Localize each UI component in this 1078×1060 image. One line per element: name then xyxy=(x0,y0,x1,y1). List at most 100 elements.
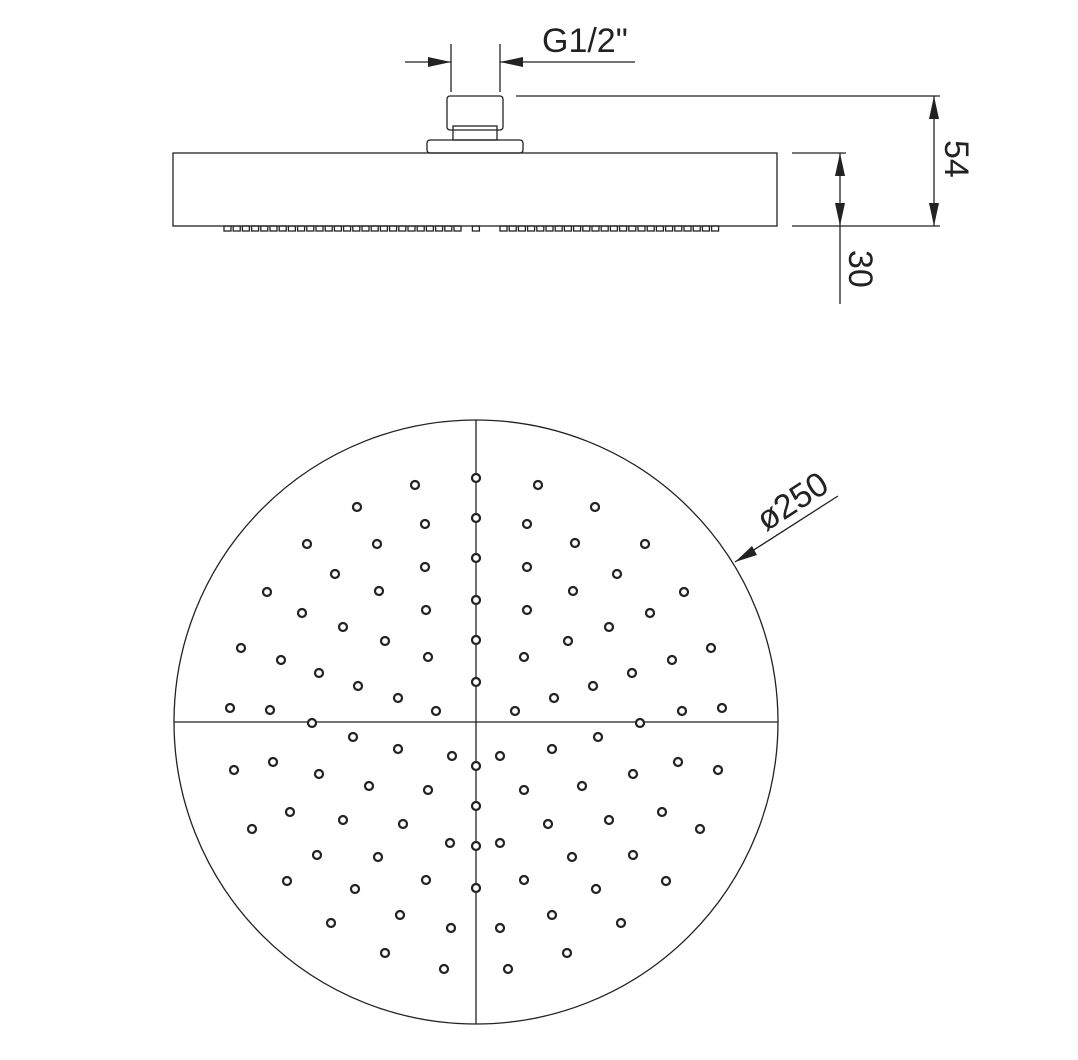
nozzle xyxy=(494,837,506,849)
nozzle-side xyxy=(361,225,370,232)
bottom-view: ø250 xyxy=(173,419,839,1025)
nozzle-side xyxy=(600,225,609,232)
nozzle-side xyxy=(536,225,545,232)
diameter-label: ø250 xyxy=(750,465,836,539)
nozzle xyxy=(422,651,434,663)
nozzle xyxy=(419,518,431,530)
nozzle-side xyxy=(517,225,527,232)
nozzle xyxy=(235,642,247,654)
nozzle-side xyxy=(388,225,398,232)
nozzle xyxy=(603,814,615,826)
nozzle xyxy=(470,552,482,564)
nozzle xyxy=(470,472,482,484)
nozzle xyxy=(419,561,431,573)
nozzle xyxy=(246,823,258,835)
nozzle-side xyxy=(379,225,389,232)
nozzle xyxy=(284,806,296,818)
nozzle xyxy=(351,501,363,513)
nozzle xyxy=(409,479,421,491)
diameter-arrow xyxy=(735,546,757,562)
nozzle xyxy=(660,875,672,887)
nozzle xyxy=(397,818,409,830)
nozzle xyxy=(311,849,323,861)
nozzle xyxy=(438,963,450,975)
nozzle xyxy=(546,743,558,755)
nozzle xyxy=(712,764,724,776)
nozzle xyxy=(561,947,573,959)
nozzle-side xyxy=(618,225,628,232)
nozzle-side xyxy=(250,225,260,232)
nozzle-side xyxy=(563,225,573,232)
side-view: G1/2" 54 30 xyxy=(172,22,975,304)
nozzle xyxy=(678,586,690,598)
nozzle-side xyxy=(637,225,646,232)
nozzle xyxy=(694,823,706,835)
nozzle-side xyxy=(499,225,508,232)
nozzle xyxy=(261,586,273,598)
nozzle-side xyxy=(701,225,711,232)
nozzle xyxy=(589,501,601,513)
nozzle-side xyxy=(582,225,591,232)
nozzle xyxy=(313,768,325,780)
nozzle xyxy=(615,917,627,929)
nozzle xyxy=(363,780,375,792)
nozzle xyxy=(430,705,442,717)
nozzle xyxy=(521,604,533,616)
nozzle xyxy=(470,512,482,524)
nozzle-side xyxy=(609,225,619,232)
nozzle xyxy=(705,642,717,654)
nozzle xyxy=(392,743,404,755)
nozzle-side xyxy=(664,225,674,232)
nozzle-side xyxy=(260,225,269,232)
nozzle xyxy=(567,585,579,597)
nozzle xyxy=(372,851,384,863)
nozzle-side xyxy=(710,225,720,232)
nozzle xyxy=(228,764,240,776)
nozzle-side xyxy=(591,225,600,232)
nozzle xyxy=(347,731,359,743)
total-height-label: 54 xyxy=(937,140,975,178)
nozzle-side xyxy=(545,225,554,232)
nozzle xyxy=(267,756,279,768)
nozzle xyxy=(420,874,432,886)
nozzle xyxy=(470,676,482,688)
nozzle xyxy=(587,680,599,692)
nozzle xyxy=(444,837,456,849)
nozzle xyxy=(634,717,646,729)
nozzle xyxy=(275,654,287,666)
nozzle xyxy=(224,702,236,714)
nozzle xyxy=(521,561,533,573)
nozzle-side xyxy=(471,225,481,232)
nozzle xyxy=(611,568,623,580)
nozzle xyxy=(546,909,558,921)
nozzle xyxy=(592,731,604,743)
nozzle-side xyxy=(333,225,343,232)
nozzle-side xyxy=(425,225,435,232)
nozzle-side xyxy=(398,225,407,232)
nozzle-side xyxy=(646,225,655,232)
nozzle xyxy=(518,874,530,886)
nozzle-side xyxy=(352,225,361,232)
nozzle-side xyxy=(674,225,683,232)
nozzle-side xyxy=(407,225,416,232)
nozzle xyxy=(509,705,521,717)
nozzle xyxy=(296,607,308,619)
nozzle xyxy=(329,568,341,580)
nozzle xyxy=(562,635,574,647)
nozzle-side xyxy=(223,225,232,232)
nozzle-side xyxy=(692,225,701,232)
nozzle-row-side xyxy=(223,225,720,232)
nozzle xyxy=(521,518,533,530)
nozzle xyxy=(590,883,602,895)
nozzle xyxy=(627,768,639,780)
nozzle-pattern xyxy=(224,472,728,975)
nozzle xyxy=(470,594,482,606)
nozzle-side xyxy=(278,225,287,232)
nozzle xyxy=(445,922,457,934)
nozzle xyxy=(446,750,458,762)
nozzle xyxy=(337,814,349,826)
nozzle xyxy=(470,760,482,772)
nozzle xyxy=(306,717,318,729)
nozzle-side xyxy=(526,225,536,232)
